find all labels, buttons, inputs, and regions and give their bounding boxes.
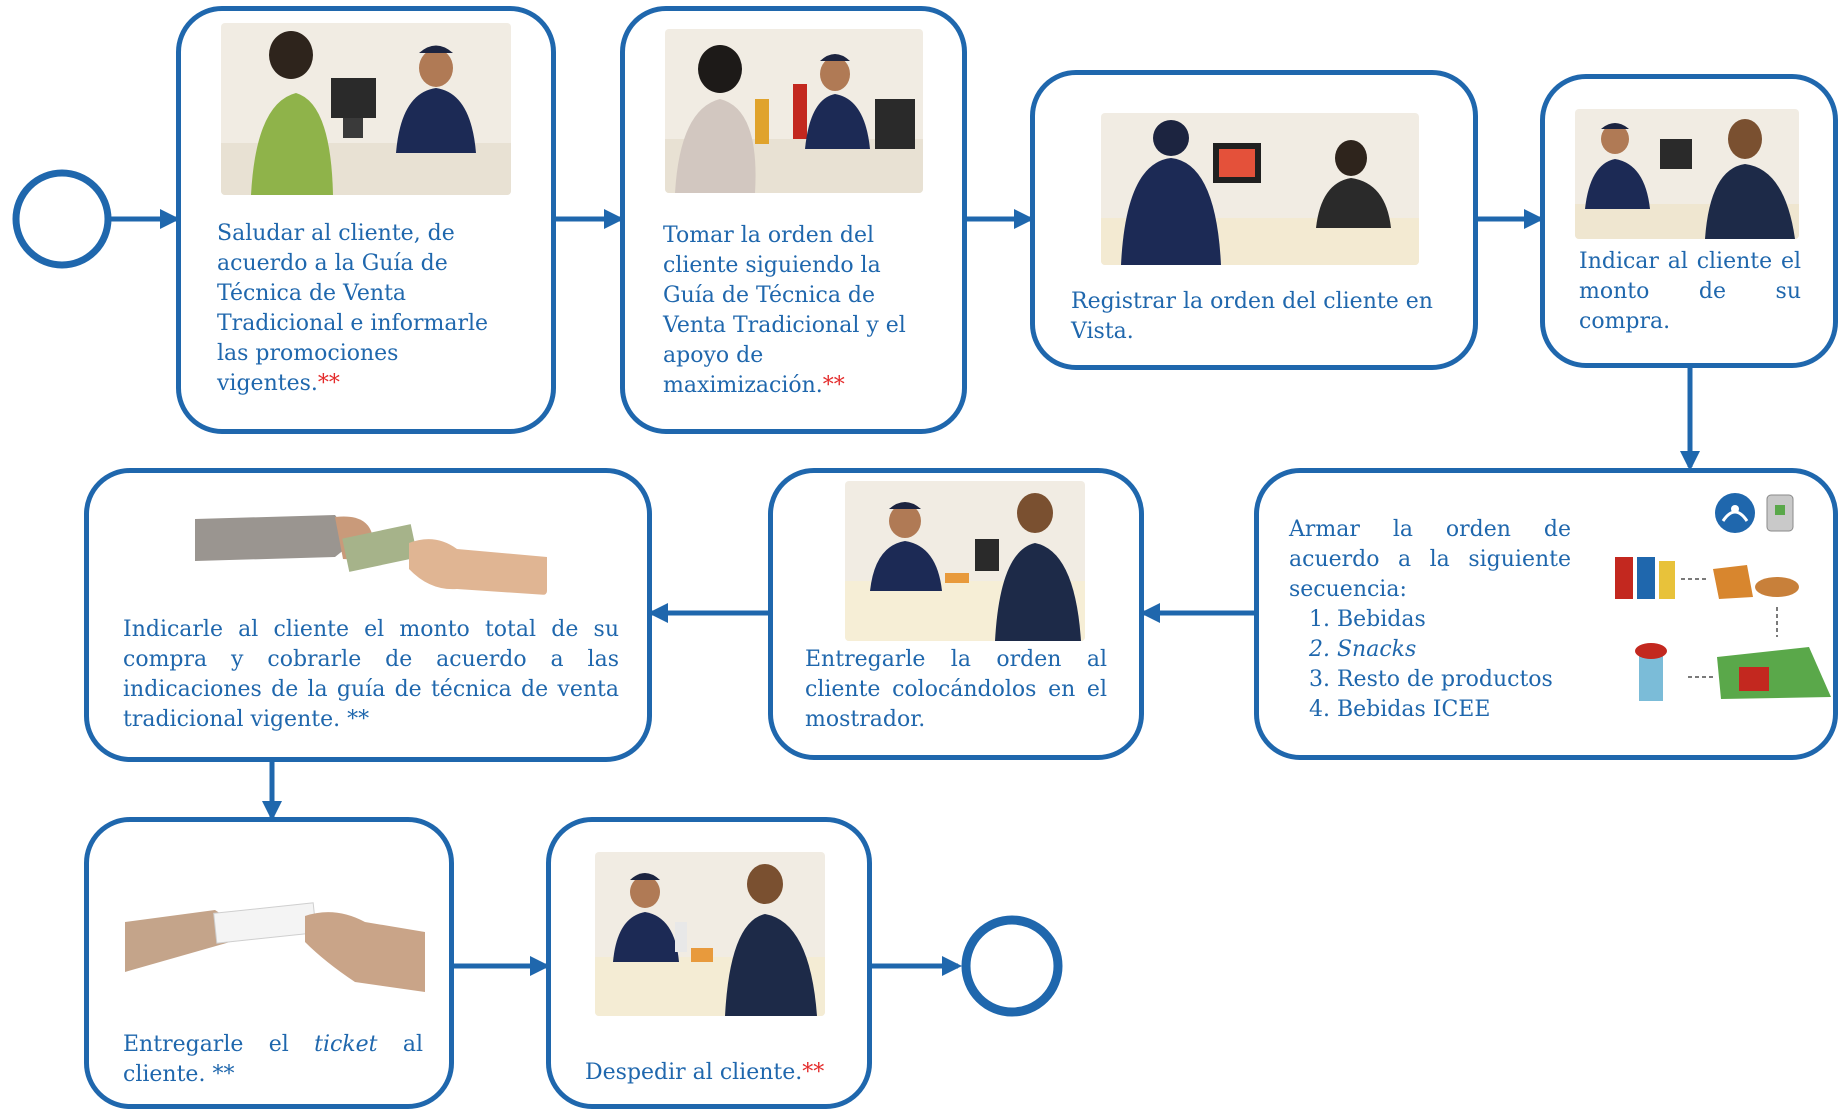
step9-asterisks: ** <box>802 1060 825 1085</box>
step2-text: Tomar la orden del cliente siguiendo la … <box>663 221 933 401</box>
step1-label: Saludar al cliente, de acuerdo a la Guía… <box>217 221 489 396</box>
register-order-illustration <box>1101 120 1419 265</box>
sequence-item-drinks: 1. Bebidas <box>1309 607 1426 632</box>
end-event-circle <box>961 915 1063 1017</box>
tell-amount-illustration <box>1575 119 1799 239</box>
step-tell-amount: Indicar al cliente el monto de su compra… <box>1540 74 1838 368</box>
greeting-photo <box>221 23 511 195</box>
step9-label: Despedir al cliente. <box>585 1060 803 1085</box>
step5-text: Armar la orden de acuerdo a la siguiente… <box>1289 515 1571 725</box>
ticket-handoff-illustration <box>125 902 425 992</box>
step8-ticket-word: ticket <box>314 1032 378 1057</box>
ticket-photo <box>125 902 425 998</box>
step-deliver-order: Entregarle la orden al cliente colocándo… <box>768 468 1144 760</box>
goodbye-photo <box>595 852 825 1016</box>
step7-asterisks: ** <box>347 707 370 732</box>
step4-text: Indicar al cliente el monto de su compra… <box>1579 247 1801 337</box>
payment-photo <box>195 509 547 595</box>
cashier-greeting-illustration <box>221 31 511 195</box>
start-event-circle <box>12 169 112 269</box>
step3-label: Registrar la orden del cliente en Vista. <box>1071 289 1433 344</box>
step5-sequence-list: 1. Bebidas 2. Snacks 3. Resto de product… <box>1289 605 1571 725</box>
step1-asterisks: ** <box>317 371 340 396</box>
step1-text: Saludar al cliente, de acuerdo a la Guía… <box>217 219 517 399</box>
step-assemble-order: Armar la orden de acuerdo a la siguiente… <box>1254 468 1838 760</box>
step6-text: Entregarle la orden al cliente colocándo… <box>805 645 1107 735</box>
sequence-item-other-products: 3. Resto de productos <box>1309 667 1553 692</box>
tell-amount-photo <box>1575 109 1799 239</box>
step8-label-b: al cliente. <box>123 1032 423 1087</box>
deliver-order-illustration <box>845 493 1085 641</box>
register-order-photo <box>1101 113 1419 265</box>
step8-label-a: Entregarle el <box>123 1032 289 1057</box>
sequence-item-icee-drinks: 4. Bebidas ICEE <box>1309 697 1491 722</box>
step4-label: Indicar al cliente el monto de su compra… <box>1579 249 1801 334</box>
take-order-illustration <box>665 45 923 193</box>
deliver-order-photo <box>845 481 1085 641</box>
payment-handoff-illustration <box>195 515 547 595</box>
take-order-photo <box>665 29 923 193</box>
step-give-ticket: Entregarle el ticket al cliente. ** <box>84 817 454 1109</box>
step-say-goodbye: Despedir al cliente.** <box>546 817 872 1109</box>
sanitizer-dispenser-icon <box>1766 494 1794 532</box>
step-charge-customer: Indicarle al cliente el monto total de s… <box>84 468 652 762</box>
step2-label: Tomar la orden del cliente siguiendo la … <box>663 223 906 398</box>
order-sequence-icons <box>1615 557 1831 701</box>
sequence-item-snacks: 2. Snacks <box>1309 637 1417 662</box>
step-greet-customer: Saludar al cliente, de acuerdo a la Guía… <box>176 6 556 434</box>
step-register-order: Registrar la orden del cliente en Vista. <box>1030 70 1478 370</box>
step3-text: Registrar la orden del cliente en Vista. <box>1071 287 1451 347</box>
goodbye-illustration <box>595 864 825 1016</box>
step2-asterisks: ** <box>822 373 845 398</box>
step7-label: Indicarle al cliente el monto total de s… <box>123 617 619 732</box>
step8-text: Entregarle el ticket al cliente. ** <box>123 1030 423 1090</box>
step6-label: Entregarle la orden al cliente colocándo… <box>805 647 1107 732</box>
step9-text: Despedir al cliente.** <box>585 1058 855 1088</box>
step5-intro: Armar la orden de acuerdo a la siguiente… <box>1289 517 1571 602</box>
step7-text: Indicarle al cliente el monto total de s… <box>123 615 619 735</box>
step8-asterisks: ** <box>212 1062 235 1087</box>
step-take-order: Tomar la orden del cliente siguiendo la … <box>620 6 967 434</box>
hand-wash-sign-icon <box>1715 493 1755 533</box>
